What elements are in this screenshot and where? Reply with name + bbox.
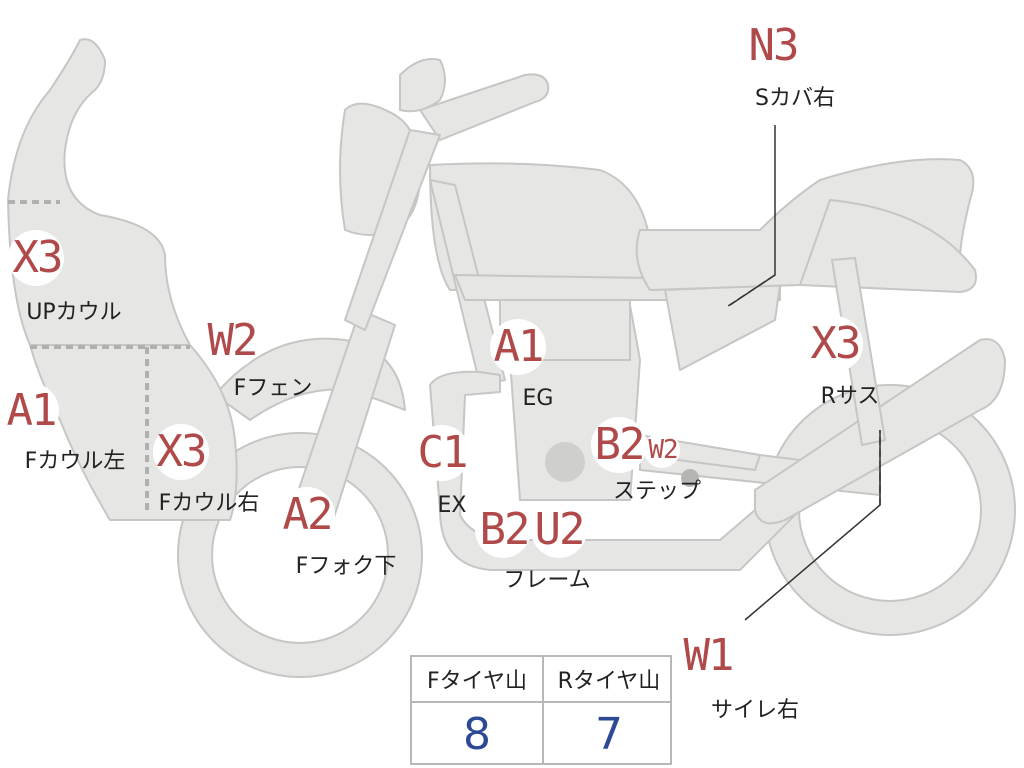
n3-grade: N3: [748, 20, 800, 71]
table-header-divider: [412, 701, 670, 703]
silencer-part-label: サイレ右: [710, 698, 800, 723]
upcowl-part-label: UPカウル: [26, 300, 122, 325]
steering-head: [344, 129, 441, 331]
rear-tire-value: 7: [595, 708, 623, 760]
u2-frame-grade: U2: [534, 504, 586, 555]
engine-crankcase: [545, 442, 585, 482]
step-knob: [681, 469, 699, 487]
a1-fcowl-left-grade: A1: [6, 385, 58, 436]
exhaust-part-label: EX: [437, 493, 467, 518]
fork-part-label: Fフォク下: [295, 554, 397, 579]
rear-tire-header: Rタイヤ山: [557, 669, 661, 694]
fcowl-left-part-label: Fカウル左: [24, 449, 126, 474]
b2-step-grade: B2: [594, 419, 646, 470]
rsus-part-label: Rサス: [820, 384, 880, 409]
tire-tread-table: Fタイヤ山 Rタイヤ山 8 7: [410, 655, 672, 765]
mirror: [399, 58, 446, 113]
fender-part-label: Fフェン: [233, 376, 313, 401]
n3-leader-dash: [724, 274, 776, 309]
x3-fcowl-right-grade: X3: [156, 426, 208, 477]
n3-part-label: Sカバ右: [755, 86, 835, 111]
a2-fork-grade: A2: [282, 489, 334, 540]
side-cover: [664, 284, 781, 371]
front-tire-header: Fタイヤ山: [427, 669, 527, 694]
step-part-label: ステップ: [612, 479, 702, 504]
b2-frame-grade: B2: [479, 504, 531, 555]
a1-engine-grade: A1: [493, 321, 545, 372]
x3-upcowl-grade: X3: [12, 232, 64, 283]
handlebar: [419, 73, 550, 141]
front-wheel-fill: [179, 434, 421, 676]
w1-silencer-grade: W1: [683, 630, 735, 681]
c1-exhaust-grade: C1: [417, 427, 469, 478]
fcowl-right-part-label: Fカウル右: [158, 491, 260, 516]
engine-part-label: EG: [522, 386, 554, 411]
front-tire-value: 8: [463, 708, 491, 760]
w2-step-grade: W2: [648, 435, 678, 465]
table-column-divider: [542, 657, 544, 763]
x3-rsus-grade: X3: [810, 318, 862, 369]
w2-fender-grade: W2: [207, 315, 259, 366]
frame-part-label: フレーム: [503, 568, 591, 593]
